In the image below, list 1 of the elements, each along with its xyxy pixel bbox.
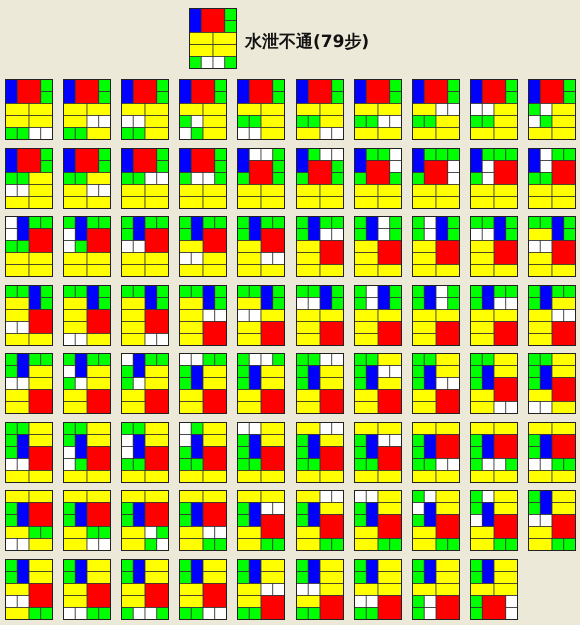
title: 水泄不通(79步): [245, 31, 370, 53]
